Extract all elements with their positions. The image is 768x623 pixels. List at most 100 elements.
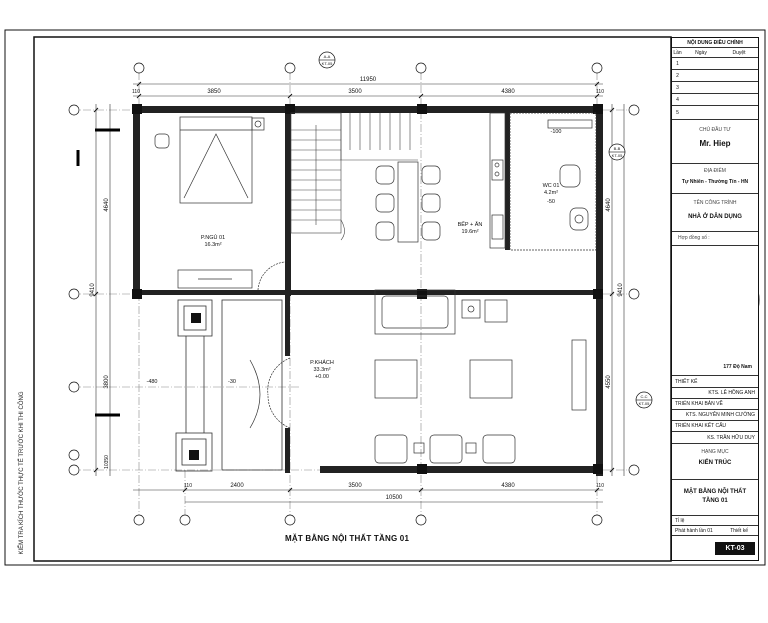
dim-bottom-2: 3500 <box>348 483 362 489</box>
rev-row-no: 5 <box>676 110 679 116</box>
staff-role: TRIỂN KHAI KẾT CẤU <box>672 421 758 432</box>
location-block: ĐỊA ĐIỂM Tự Nhiên - Thường Tín - HN <box>672 164 758 194</box>
level-wc-2: -50 <box>547 199 555 205</box>
location-value: Tự Nhiên - Thường Tín - HN <box>681 179 749 185</box>
section-b-label: B-B <box>614 146 621 151</box>
issued-label: Phát hành lần 01 <box>675 528 713 534</box>
staff-name: KS. TRẦN HỮU DUY <box>672 432 758 444</box>
sheet-label: Thiết kế <box>730 528 748 534</box>
sheet-title: MẶT BẰNG NỘI THẤT TẦNG 01 <box>285 534 410 543</box>
revision-row: 5 <box>672 106 758 120</box>
dim-left-3: 10350 <box>104 455 110 469</box>
compass-block: 177 Độ Nam <box>672 246 758 376</box>
dimension-ticks <box>93 81 615 493</box>
side-note: KIỂM TRA KÍCH THƯỚC THỰC TẾ TRƯỚC KHI TH… <box>19 391 25 555</box>
staff-name: KTS. LÊ HỒNG ANH <box>672 388 758 399</box>
project-name: NHÀ Ở DÂN DỤNG <box>688 214 742 220</box>
revision-row: 1 <box>672 58 758 70</box>
rev-row-no: 2 <box>676 73 679 79</box>
section-cut-lines <box>76 128 120 417</box>
dimension-lines <box>95 83 625 503</box>
room-bedroom-name: P.NGỦ 01 <box>201 234 225 241</box>
sheet-number-block: KT-03 <box>672 536 758 560</box>
room-living-name: P.KHÁCH <box>310 359 334 366</box>
revision-row: 4 <box>672 94 758 106</box>
room-living-level: +0.00 <box>315 374 329 380</box>
walls <box>133 106 603 476</box>
dim-right-1: 9410 <box>618 283 624 297</box>
category-value: KIẾN TRÚC <box>698 460 732 466</box>
room-bedroom-area: 16.3m² <box>204 242 221 248</box>
category-block: HẠNG MỤC KIẾN TRÚC <box>672 444 758 480</box>
overall-dim-top: 11950 <box>360 77 377 83</box>
dim-bottom-1: 2400 <box>230 483 244 489</box>
room-wc-area: 4.2m² <box>544 190 558 196</box>
kitchen-counter <box>489 112 506 249</box>
rev-col-approve: Duyệt <box>732 50 746 56</box>
overall-dim-bottom: 10500 <box>386 495 403 501</box>
dim-top-0: 110 <box>132 89 140 95</box>
dim-bottom-0: 110 <box>184 483 192 489</box>
dim-top-1: 3850 <box>207 89 221 95</box>
room-kitchen-name: BẾP + ĂN <box>458 221 483 228</box>
drawing-sheet: 11950 110 3850 3500 4380 110 110 2400 35… <box>4 29 766 566</box>
issue-row: Phát hành lần 01 Thiết kế <box>672 526 758 536</box>
dim-top-3: 4380 <box>501 89 515 95</box>
sheet-number: KT-03 <box>715 542 755 555</box>
owner-name: Mr. Hiep <box>699 139 731 148</box>
dim-right-2: 4550 <box>606 375 612 389</box>
living-furniture <box>249 289 587 464</box>
dim-right-0: 4640 <box>606 198 612 212</box>
title-block: NỘI DUNG ĐIỀU CHỈNH Lần Ngày Duyệt 1 2 3… <box>671 37 759 561</box>
dim-left-0: 4640 <box>104 198 110 212</box>
rev-col-no: Lần <box>673 50 682 56</box>
floor-plan: 11950 110 3850 3500 4380 110 110 2400 35… <box>4 29 766 566</box>
rev-row-no: 1 <box>676 61 679 67</box>
section-a-label: A-A <box>324 54 331 59</box>
level-porch: -480 <box>146 379 157 385</box>
level-entry: -30 <box>228 379 236 385</box>
bedroom-furniture <box>154 116 286 291</box>
contract-label: Hợp đồng số : <box>678 235 710 241</box>
dim-bottom-3: 4380 <box>501 483 515 489</box>
owner-block: CHỦ ĐẦU TƯ Mr. Hiep <box>672 120 758 164</box>
room-kitchen-area: 19.6m² <box>461 229 478 235</box>
section-c-label: C-C <box>640 394 647 399</box>
dim-top-4: 110 <box>596 89 604 95</box>
porch <box>175 299 283 472</box>
room-wc-name: WC 01 <box>543 183 560 189</box>
project-label: TÊN CÔNG TRÌNH <box>693 200 737 206</box>
revision-header: NỘI DUNG ĐIỀU CHỈNH <box>672 38 758 48</box>
section-a-ref: KT-05 <box>322 61 333 66</box>
level-wc-1: -100 <box>550 129 561 135</box>
staff-role: TRIỂN KHAI BẢN VẼ <box>672 399 758 410</box>
rev-row-no: 3 <box>676 85 679 91</box>
dim-bottom-4: 110 <box>596 483 604 489</box>
revision-row: 3 <box>672 82 758 94</box>
stair <box>290 112 418 241</box>
staff-name: KTS. NGUYỄN MINH CƯỜNG <box>672 410 758 421</box>
room-living-area: 33.3m² <box>313 367 330 373</box>
rev-col-date: Ngày <box>695 50 707 56</box>
category-label: HẠNG MỤC <box>701 449 729 455</box>
dim-top-2: 3500 <box>348 89 362 95</box>
revision-col-headers: Lần Ngày Duyệt <box>672 48 758 58</box>
dim-left-1: 9410 <box>90 283 96 297</box>
dining-set <box>375 161 441 243</box>
contract-row: Hợp đồng số : <box>672 232 758 246</box>
grid-bubbles <box>68 62 640 526</box>
revision-row: 2 <box>672 70 758 82</box>
outer-border <box>4 29 766 566</box>
rev-row-no: 4 <box>676 97 679 103</box>
columns <box>132 104 603 474</box>
orientation-label: 177 Độ Nam <box>723 364 752 370</box>
owner-label: CHỦ ĐẦU TƯ <box>699 127 731 133</box>
location-label: ĐỊA ĐIỂM <box>704 168 726 174</box>
staff-role: THIẾT KẾ <box>672 376 758 388</box>
project-block: TÊN CÔNG TRÌNH NHÀ Ở DÂN DỤNG <box>672 194 758 232</box>
section-b-ref: KT-05 <box>612 153 623 158</box>
dim-left-2: 3800 <box>104 375 110 389</box>
wc-fixtures <box>509 112 597 251</box>
drawing-title: MẶT BẰNG NỘI THẤT TẦNG 01 <box>672 480 758 516</box>
scale-label: Tỉ lệ <box>672 516 758 526</box>
